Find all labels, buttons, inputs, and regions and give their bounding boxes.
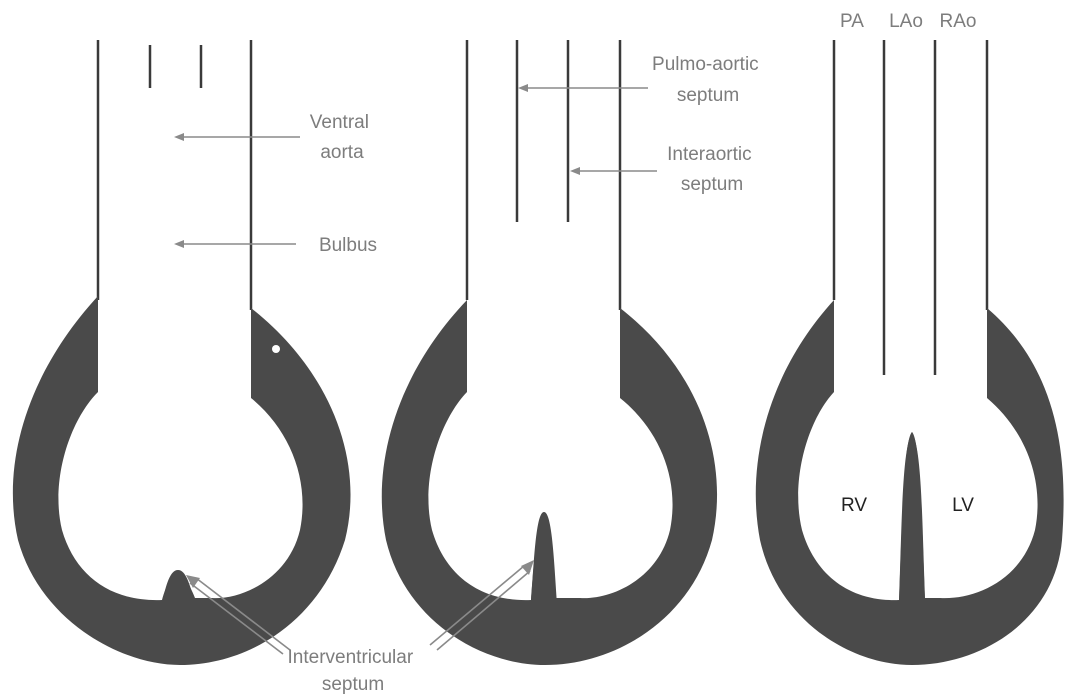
pulmo-aortic-arrowhead: [518, 84, 528, 92]
stage-1-septum-stub: [162, 570, 195, 603]
rao-label: RAo: [940, 11, 977, 32]
ventral-aorta-label: Ventral aorta: [310, 112, 374, 163]
stage-3-septum: [899, 432, 925, 603]
ventral-aorta-arrowhead: [174, 133, 184, 141]
stage-2: Pulmo-aortic septum Interaortic septum: [382, 40, 764, 665]
bulbus-arrowhead: [174, 240, 184, 248]
pulmo-aortic-septum-label: Pulmo-aortic septum: [652, 54, 764, 106]
stage-1-ventricle-wall: [13, 296, 351, 665]
iv-arrowhead-2: [521, 560, 534, 575]
rv-label: RV: [841, 495, 867, 516]
stage-1: Ventral aorta Bulbus: [13, 40, 377, 665]
interventricular-septum-label: Interventricular septum: [288, 647, 419, 695]
pa-label: PA: [840, 11, 864, 32]
stage-2-ventricle-wall: [382, 300, 717, 665]
stage-2-septum: [531, 512, 557, 603]
stage-3: PA LAo RAo RV LV: [756, 11, 1064, 665]
lv-label: LV: [952, 495, 974, 516]
stage-1-wall-fleck: [272, 345, 280, 353]
lao-label: LAo: [889, 11, 923, 32]
interaortic-septum-label: Interaortic septum: [667, 144, 757, 195]
interaortic-arrowhead: [570, 167, 580, 175]
bulbus-label: Bulbus: [319, 235, 377, 256]
